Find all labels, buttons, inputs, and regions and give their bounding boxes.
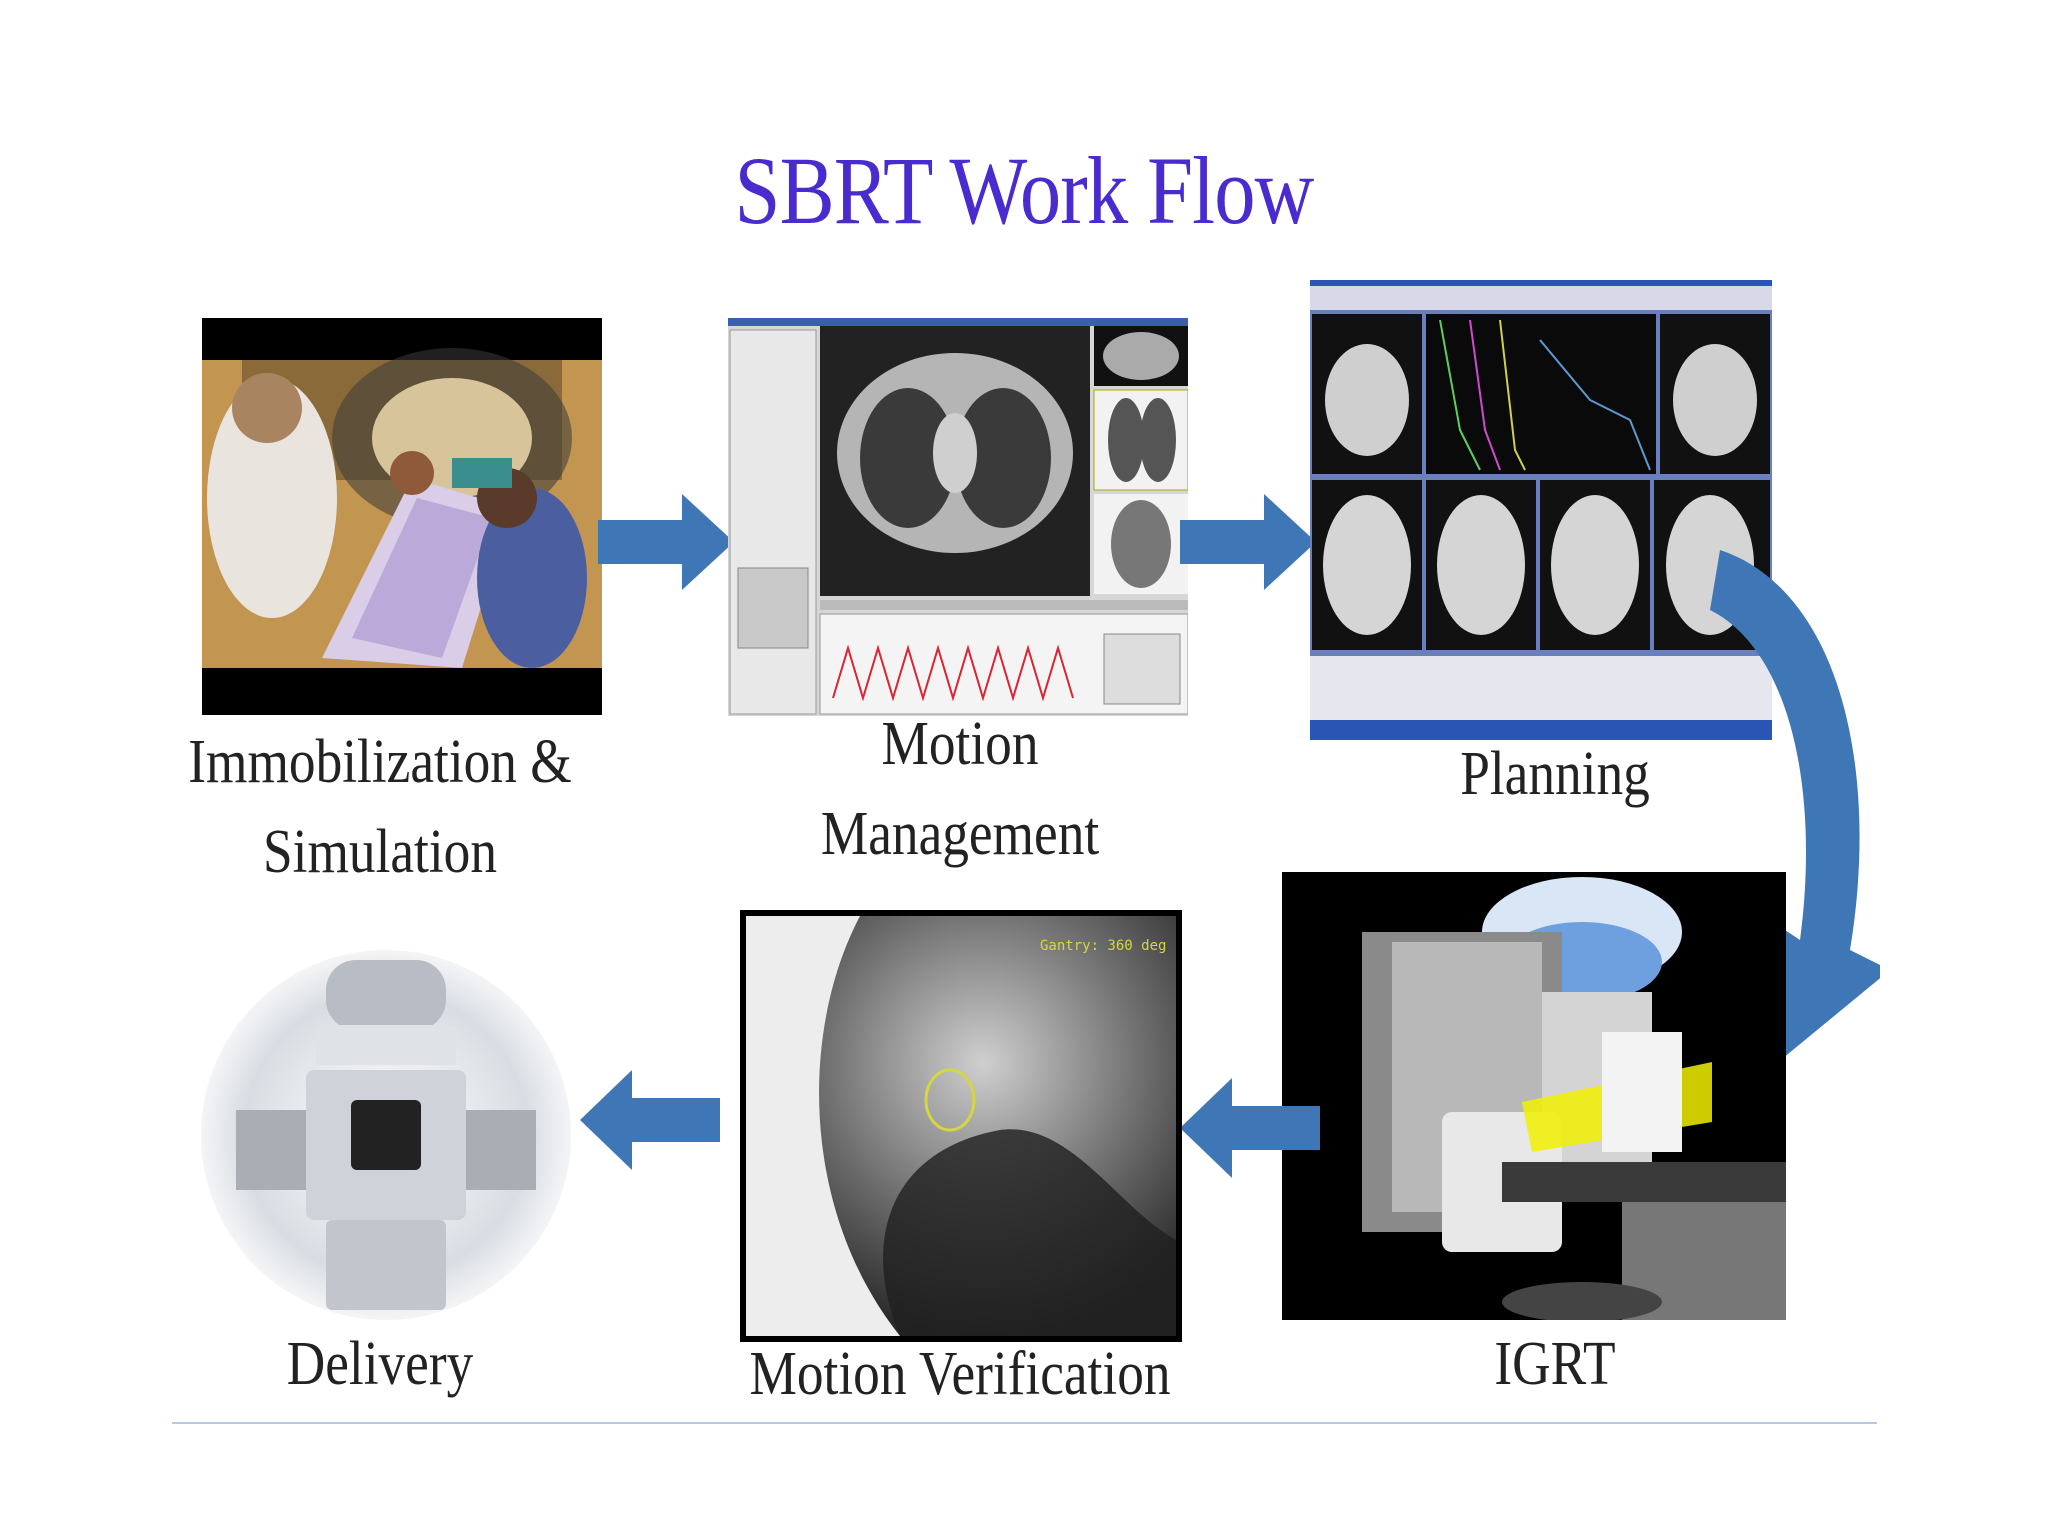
label-motion-verification: Motion Verification (745, 1330, 1175, 1420)
label-igrt: IGRT (1448, 1320, 1663, 1410)
label-motion-management-text: Motion Management (820, 710, 1100, 868)
motion-management-screen (728, 318, 1188, 716)
label-motion-verification-text: Motion Verification (749, 1340, 1171, 1408)
arrow-left-icon (1180, 1078, 1320, 1178)
arrow-left-icon (580, 1070, 720, 1170)
label-immobilization-text: Immobilization & Simulation (188, 728, 572, 886)
label-delivery: Delivery (251, 1320, 509, 1410)
arrow-right-icon (1180, 494, 1316, 590)
divider-line (172, 1422, 1877, 1424)
label-immobilization: Immobilization & Simulation (182, 718, 578, 898)
label-igrt-text: IGRT (1494, 1330, 1616, 1398)
gantry-readout: Gantry: 360 deg (1040, 938, 1167, 954)
arrow-right-icon (598, 494, 734, 590)
label-planning: Planning (1422, 730, 1689, 820)
curved-arrow-icon (1710, 550, 1880, 1110)
label-planning-text: Planning (1460, 740, 1650, 808)
label-motion-management: Motion Management (736, 700, 1183, 880)
delivery-image (196, 940, 576, 1330)
diagram-title: SBRT Work Flow (734, 137, 1315, 244)
motion-verification-image: Gantry: 360 deg (740, 910, 1182, 1342)
label-delivery-text: Delivery (286, 1330, 474, 1398)
immobilization-photo (202, 318, 602, 715)
igrt-image (1282, 872, 1786, 1320)
